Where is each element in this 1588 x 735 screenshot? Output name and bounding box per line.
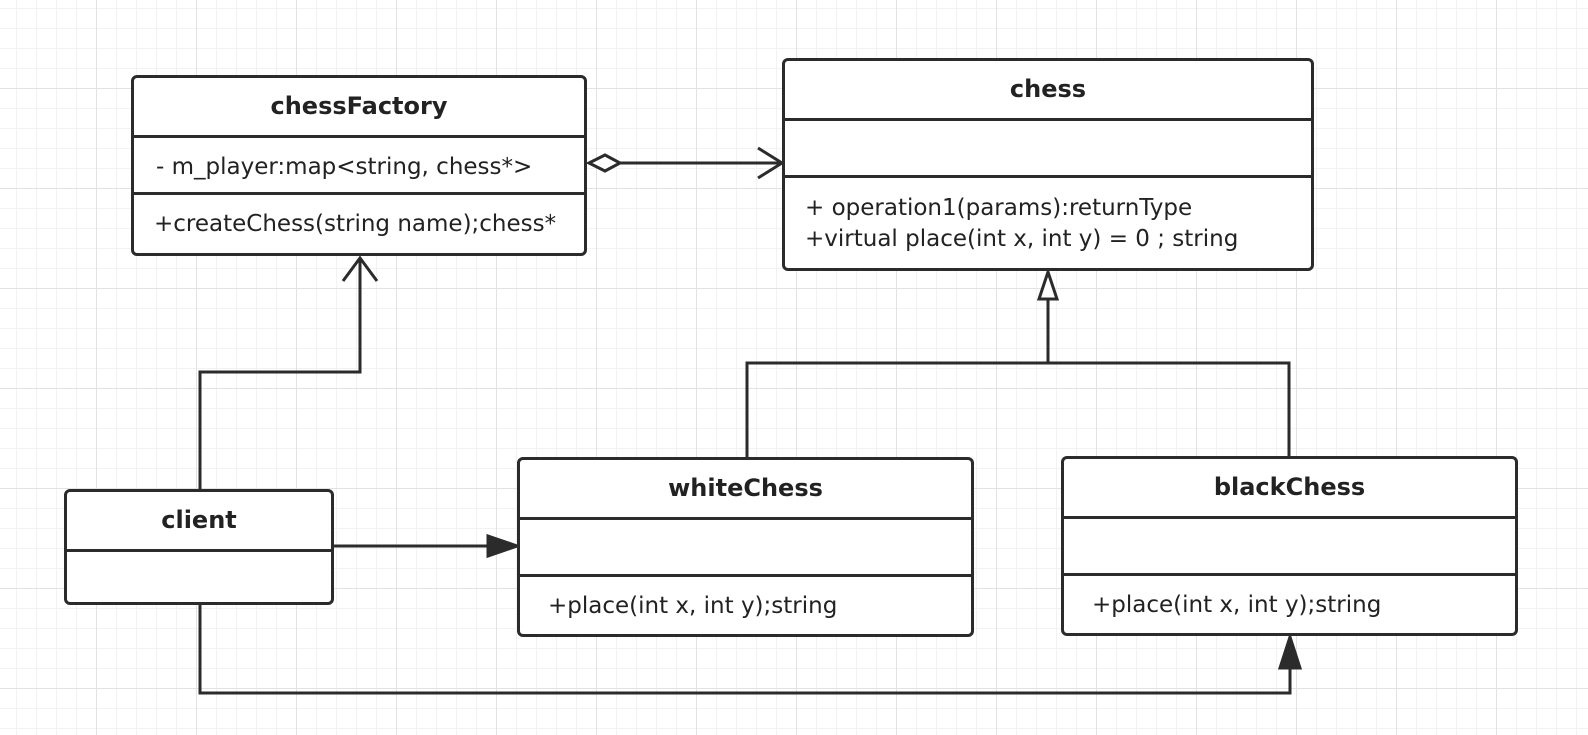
dependency-arrowhead (341, 255, 379, 282)
class-client[interactable]: client (64, 489, 334, 605)
association-arrowhead-white (486, 533, 522, 559)
association-line-black (198, 604, 1292, 695)
class-chessfactory-operations: +createChess(string name);chess* (134, 195, 584, 240)
class-whitechess-name: whiteChess (520, 460, 971, 520)
class-whitechess-operation: +place(int x, int y);string (548, 593, 838, 619)
class-whitechess-operations: +place(int x, int y);string (520, 577, 971, 622)
class-chess-operation-2: +virtual place(int x, int y) = 0 ; strin… (805, 226, 1239, 252)
class-client-name: client (67, 492, 331, 552)
class-blackchess[interactable]: blackChess +place(int x, int y);string (1061, 456, 1518, 636)
class-whitechess-attributes (520, 520, 971, 577)
generalization-line-black (1048, 361, 1291, 456)
class-chess[interactable]: chess + operation1(params):returnType +v… (782, 58, 1314, 271)
class-blackchess-operations: +place(int x, int y);string (1064, 576, 1515, 621)
class-chessfactory-attributes: - m_player:map<string, chess*> (134, 138, 584, 195)
aggregation-diamond (585, 153, 624, 173)
class-chessfactory[interactable]: chessFactory - m_player:map<string, ches… (131, 75, 587, 256)
class-chess-attributes (785, 121, 1311, 178)
association-arrowhead-black (1277, 632, 1303, 670)
class-chess-operation-1: + operation1(params):returnType (805, 195, 1193, 221)
class-whitechess[interactable]: whiteChess +place(int x, int y);string (517, 457, 974, 637)
dependency-line (198, 258, 362, 490)
class-chessfactory-operation: +createChess(string name);chess* (154, 211, 557, 237)
class-chess-name: chess (785, 61, 1311, 121)
generalization-triangle (1036, 267, 1060, 301)
class-chess-operations: + operation1(params):returnType +virtual… (785, 178, 1311, 255)
generalization-line-white (745, 361, 1048, 457)
class-blackchess-attributes (1064, 519, 1515, 576)
class-chessfactory-attribute: - m_player:map<string, chess*> (156, 154, 533, 180)
class-blackchess-operation: +place(int x, int y);string (1092, 592, 1382, 618)
class-blackchess-name: blackChess (1064, 459, 1515, 519)
class-chessfactory-name: chessFactory (134, 78, 584, 138)
